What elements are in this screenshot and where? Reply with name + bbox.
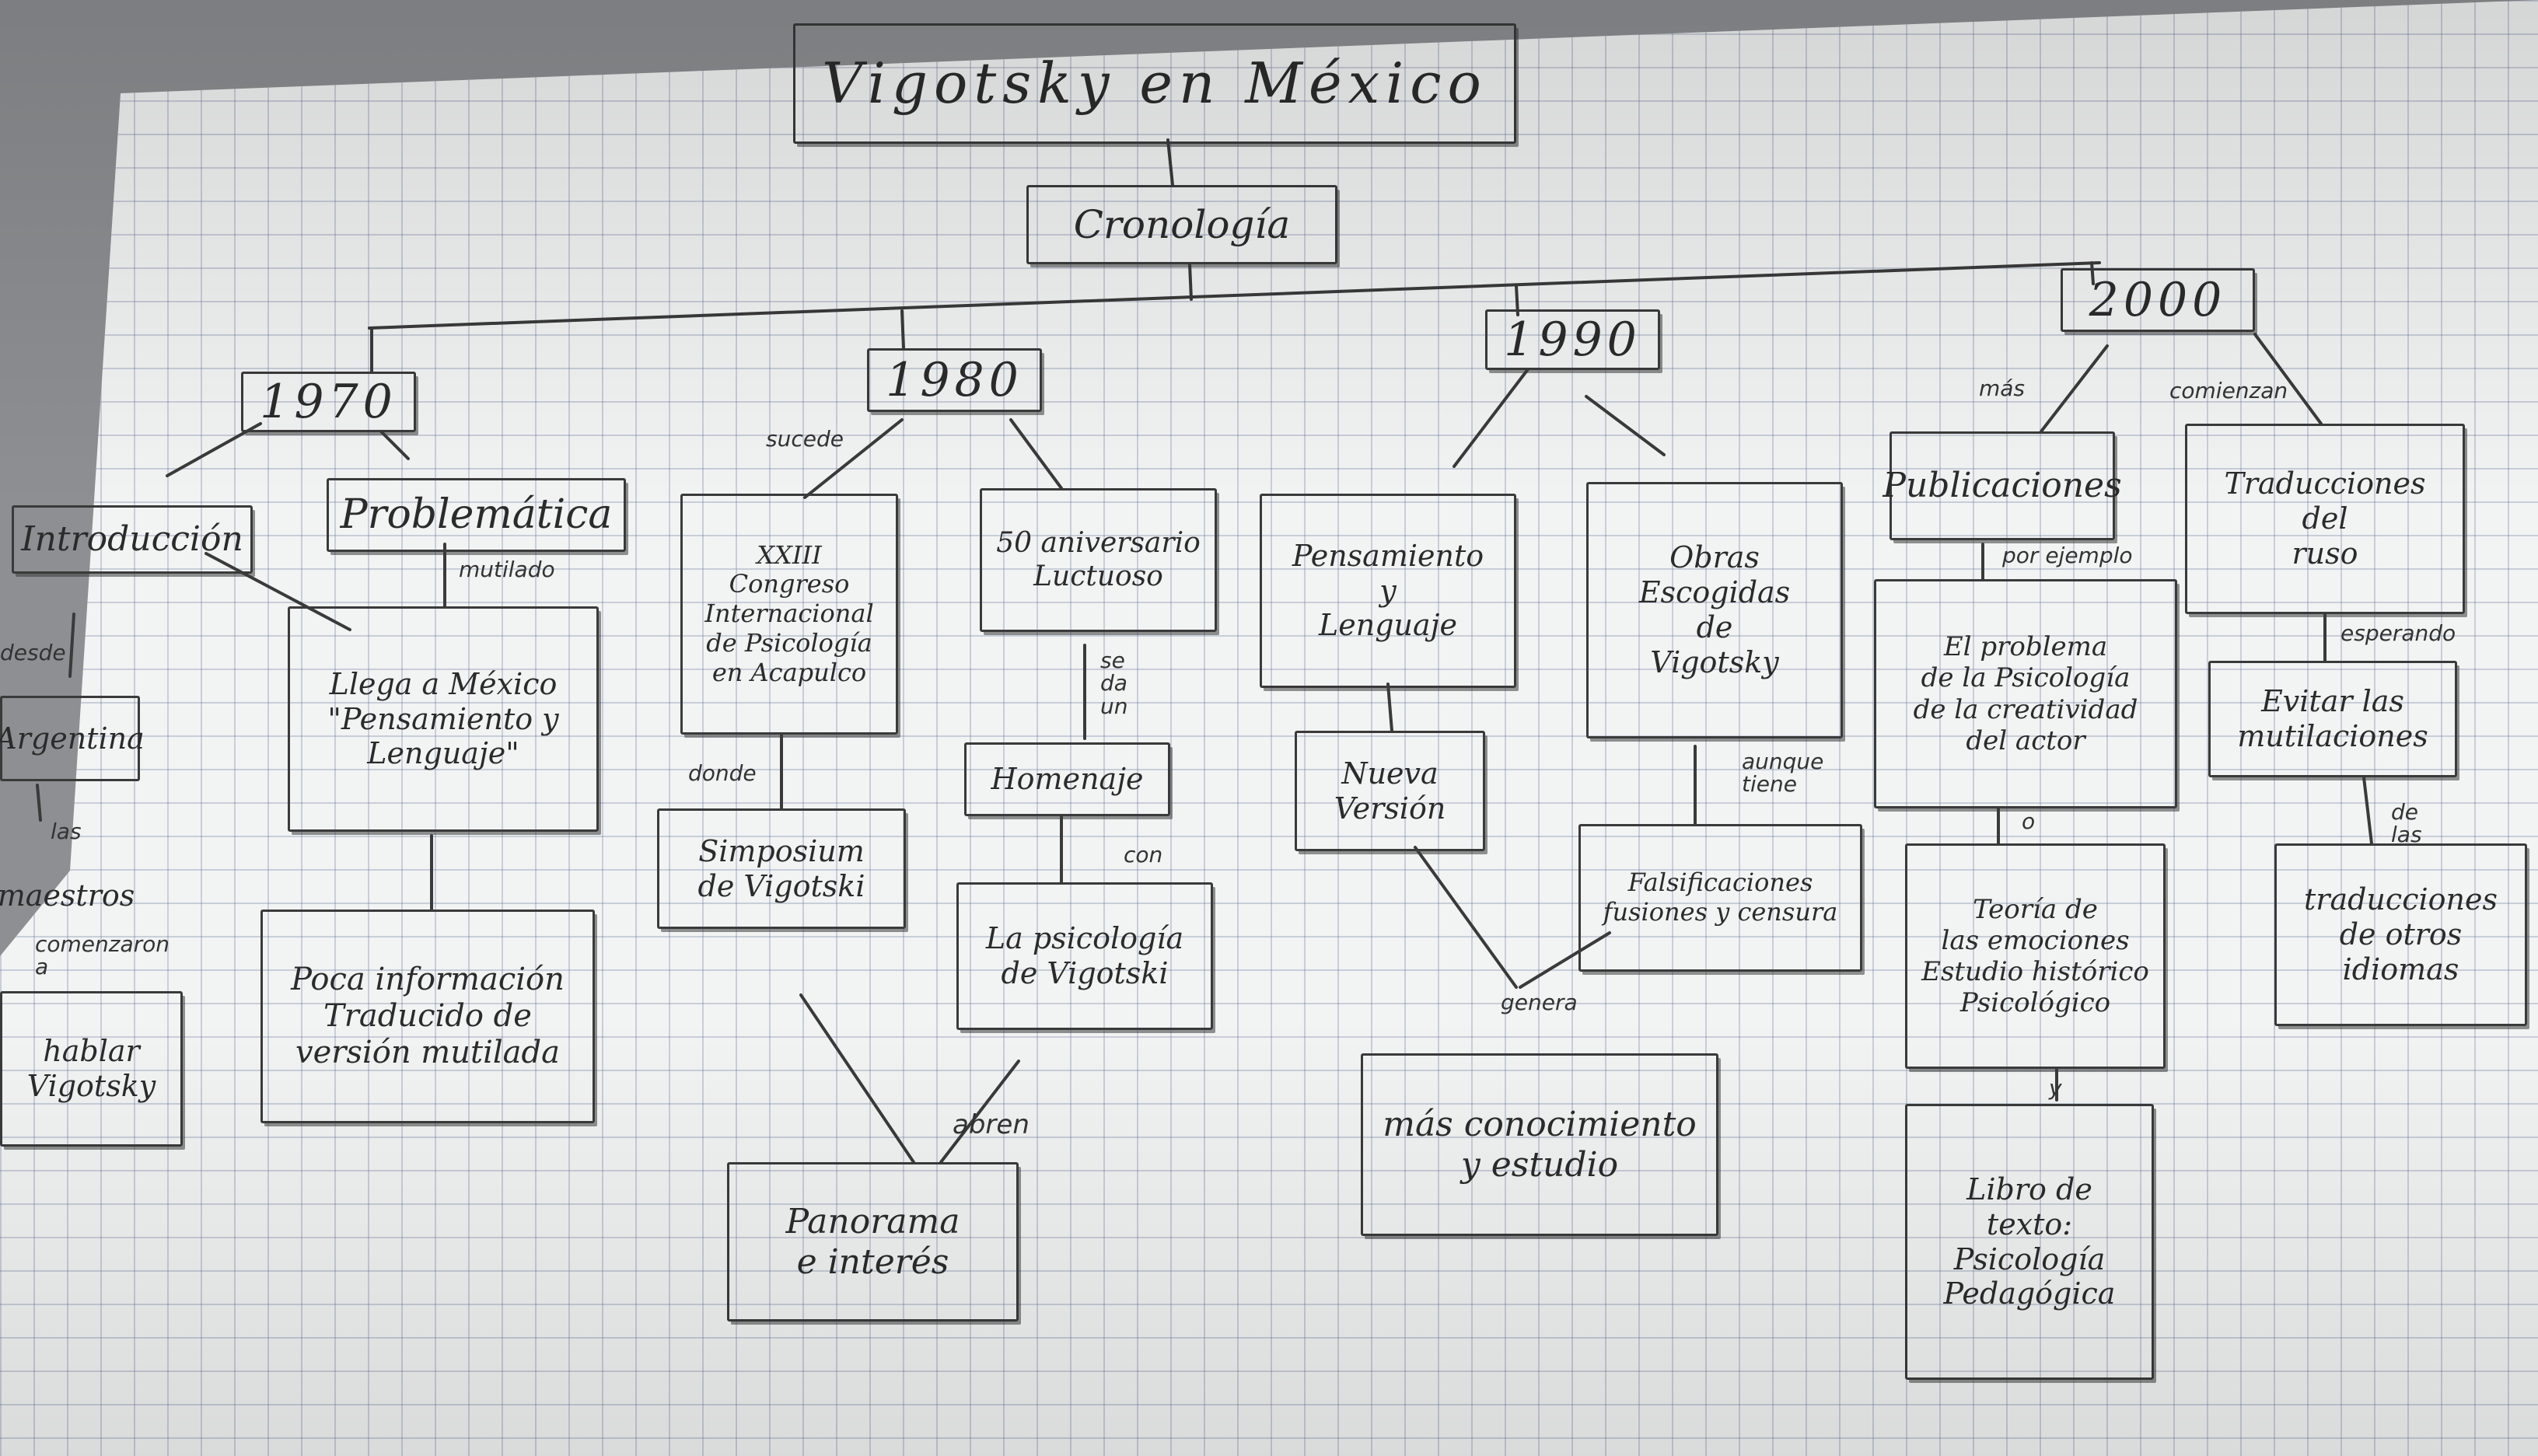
edge-root-timeline — [1188, 263, 1193, 301]
label-o: o — [2022, 808, 2036, 834]
label-comenzaron-a: comenzaron a — [35, 931, 170, 980]
edge-introduccion-llega — [205, 552, 351, 631]
node-argentina: Argentina — [0, 696, 145, 781]
label-y: y — [2049, 1075, 2062, 1101]
label-donde: donde — [688, 760, 757, 786]
label-se-da-un: se da un — [1100, 648, 1128, 719]
node-evitar-mutilaciones: Evitar las mutilaciones — [2208, 661, 2457, 777]
title-box: Vigotsky en México — [793, 23, 1516, 144]
label-aunque-tiene: aunque tiene — [1742, 749, 1824, 798]
label-de-las: de las — [2391, 799, 2422, 848]
node-falsificaciones: Falsificaciones fusiones y censura — [1578, 824, 1862, 972]
node-llega-a-mexico: Llega a México "Pensamiento y Lenguaje" — [288, 606, 599, 832]
edge-desde-argentina — [68, 613, 75, 678]
label-por-ejemplo: por ejemplo — [2002, 543, 2133, 568]
edge-falsificaciones-conocimiento — [1519, 931, 1611, 989]
node-hablar-vigotsky: hablar Vigotsky — [0, 991, 183, 1147]
node-panorama: Panorama e interés — [727, 1162, 1019, 1322]
year-1990-box: 1990 — [1485, 309, 1660, 370]
node-traducciones-otros-idiomas: traducciones de otros idiomas — [2274, 843, 2527, 1026]
node-problema-psicologia-creatividad: El problema de la Psicología de la creat… — [1874, 579, 2177, 808]
edge-simposium-panorama — [799, 993, 915, 1164]
label-sucede: sucede — [766, 426, 844, 452]
label-abren: abren — [953, 1109, 1030, 1140]
node-problematica: Problemática — [327, 478, 626, 552]
node-teoria-emociones: Teoría de las emociones Estudio históric… — [1905, 843, 2166, 1069]
edge-argentina-maestros — [36, 784, 42, 822]
node-poca-informacion: Poca información Traducido de versión mu… — [260, 910, 595, 1123]
node-libro-de-texto: Libro de texto: Psicología Pedagógica — [1905, 1104, 2154, 1380]
node-mas-conocimiento: más conocimiento y estudio — [1361, 1053, 1718, 1236]
node-simposium: Simposium de Vigotski — [657, 808, 906, 929]
edge-1970-introduccion — [166, 422, 262, 477]
label-desde: desde — [0, 640, 66, 665]
edge-title-root — [1166, 138, 1174, 187]
edge-psicologia-panorama — [939, 1060, 1020, 1164]
node-introduccion: Introducción — [12, 505, 253, 574]
edge-evitar-idiomas — [2362, 776, 2373, 845]
edge-1980-congreso — [803, 418, 904, 499]
node-congreso-acapulco: XXIII Congreso Internacional de Psicolog… — [680, 494, 898, 735]
edge-nueva-conocimiento — [1414, 846, 1518, 989]
edge-bar-1980 — [900, 309, 905, 350]
edge-pensamiento-nueva — [1386, 683, 1393, 732]
node-50-aniversario: 50 aniversario Luctuoso — [980, 488, 1217, 632]
label-comienzan: comienzan — [2169, 378, 2288, 403]
node-traducciones-del-ruso: Traducciones del ruso — [2185, 424, 2465, 614]
label-mutilado: mutilado — [459, 557, 555, 582]
year-2000-box: 2000 — [2061, 268, 2255, 332]
timeline-bar — [368, 261, 2101, 330]
edge-1980-aniversario — [1009, 418, 1063, 490]
label-genera: genera — [1501, 990, 1578, 1015]
edge-1970-problematica — [379, 430, 410, 460]
edge-bar-2000 — [2090, 261, 2095, 285]
label-las: las — [51, 819, 82, 844]
year-1980-box: 1980 — [867, 348, 1042, 412]
edge-1990-pensamiento — [1453, 368, 1529, 468]
root-cronologia-box: Cronología — [1026, 185, 1337, 264]
edge-2000-traducciones — [2253, 333, 2323, 425]
node-publicaciones: Publicaciones — [1883, 431, 2122, 540]
node-homenaje: Homenaje — [964, 742, 1170, 816]
edge-1990-obras — [1585, 395, 1666, 456]
node-nueva-version: Nueva Versión — [1295, 731, 1485, 851]
node-obras-escogidas: Obras Escogidas de Vigotsky — [1586, 482, 1843, 738]
node-maestros: maestros — [0, 878, 135, 913]
label-con: con — [1124, 842, 1163, 868]
label-esperando: esperando — [2340, 620, 2456, 646]
edge-2000-publicaciones — [2040, 344, 2109, 433]
node-pensamiento-y-lenguaje: Pensamiento y Lenguaje — [1260, 494, 1516, 688]
label-mas: más — [1979, 375, 2026, 401]
year-1970-box: 1970 — [241, 372, 416, 432]
node-psicologia-de-vigotski: La psicología de Vigotski — [956, 882, 1213, 1030]
